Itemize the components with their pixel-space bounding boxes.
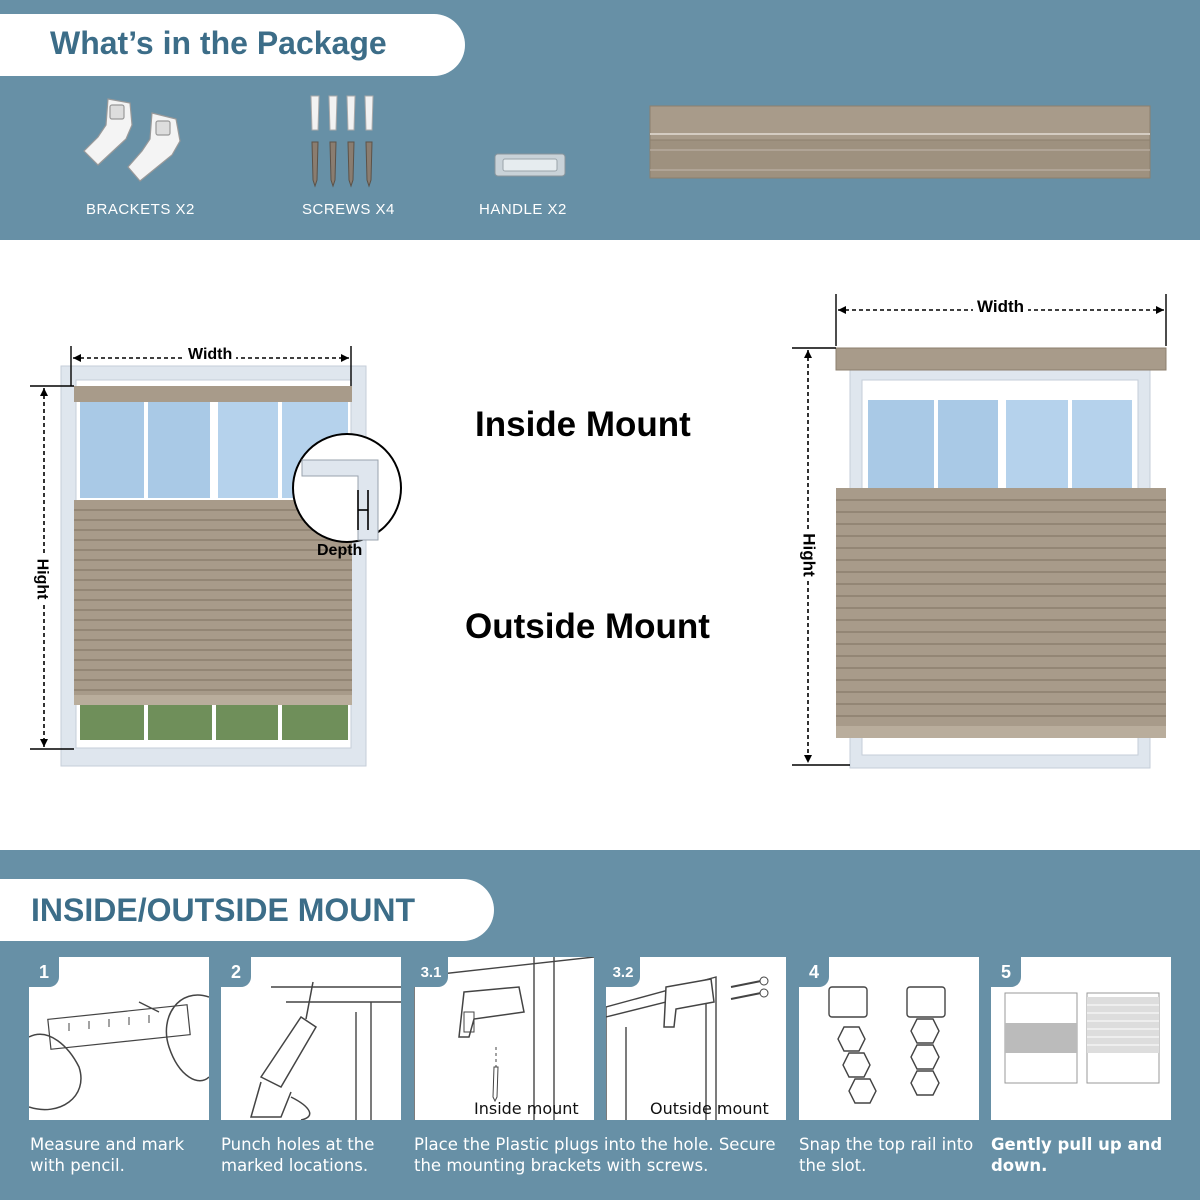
step-card-3-2: 3.2 Outside mount xyxy=(605,957,786,1120)
drill-illustration xyxy=(250,981,401,1121)
inside-width-label: Width xyxy=(184,346,237,364)
outside-mount-diagram xyxy=(792,294,1167,769)
shade-product-image xyxy=(649,105,1151,179)
step-card-1: 1 xyxy=(28,957,210,1120)
step-desc-1: Measure and mark with pencil. xyxy=(30,1135,185,1175)
steps-title-tab: INSIDE/OUTSIDE MOUNT xyxy=(0,879,494,941)
step-desc-3: Place the Plastic plugs into the hole. S… xyxy=(414,1135,776,1175)
step-number-3-1: 3.1 xyxy=(414,957,448,987)
step-number-4: 4 xyxy=(799,957,829,987)
screws-label: SCREWS X4 xyxy=(302,201,395,218)
step-card-2: 2 xyxy=(221,957,401,1121)
package-title: What’s in the Package xyxy=(50,25,387,61)
step-card-3-1: 3.1 Inside mount xyxy=(413,956,595,1120)
screw-icon xyxy=(310,95,374,188)
inside-height-label: Hight xyxy=(32,554,51,604)
step-card-4: 4 xyxy=(799,957,979,1120)
inside-mount-diagram xyxy=(30,346,402,767)
package-title-tab: What’s in the Package xyxy=(0,14,465,76)
handle-icon xyxy=(494,153,566,177)
outside-mount-label: Outside Mount xyxy=(465,607,710,646)
depth-label: Depth xyxy=(317,542,363,559)
outside-bracket-illustration xyxy=(605,976,769,1120)
step-desc-4: Snap the top rail into the slot. xyxy=(799,1135,974,1175)
handle-label: HANDLE X2 xyxy=(479,201,567,218)
step-caption-3-1: Inside mount xyxy=(474,1099,579,1118)
step-caption-3-2: Outside mount xyxy=(650,1099,769,1118)
step-desc-2: Punch holes at the marked locations. xyxy=(221,1135,375,1175)
step-number-2: 2 xyxy=(221,957,251,987)
steps-title: INSIDE/OUTSIDE MOUNT xyxy=(31,892,416,928)
snap-rail-illustration xyxy=(828,986,946,1104)
outside-width-label: Width xyxy=(973,297,1029,317)
step-desc-5: Gently pull up and down. xyxy=(991,1135,1163,1175)
step-number-5: 5 xyxy=(991,957,1021,987)
inside-mount-label: Inside Mount xyxy=(475,405,691,444)
measure-illustration xyxy=(28,994,210,1111)
pull-shade-illustration xyxy=(1004,992,1160,1084)
brackets-label: BRACKETS X2 xyxy=(86,201,195,218)
inside-bracket-illustration xyxy=(413,956,595,1120)
step-card-5: 5 xyxy=(991,957,1171,1120)
step-number-3-2: 3.2 xyxy=(606,957,640,987)
step-number-1: 1 xyxy=(29,957,59,987)
outside-height-label: Hight xyxy=(798,529,819,581)
bracket-icon xyxy=(83,98,181,182)
